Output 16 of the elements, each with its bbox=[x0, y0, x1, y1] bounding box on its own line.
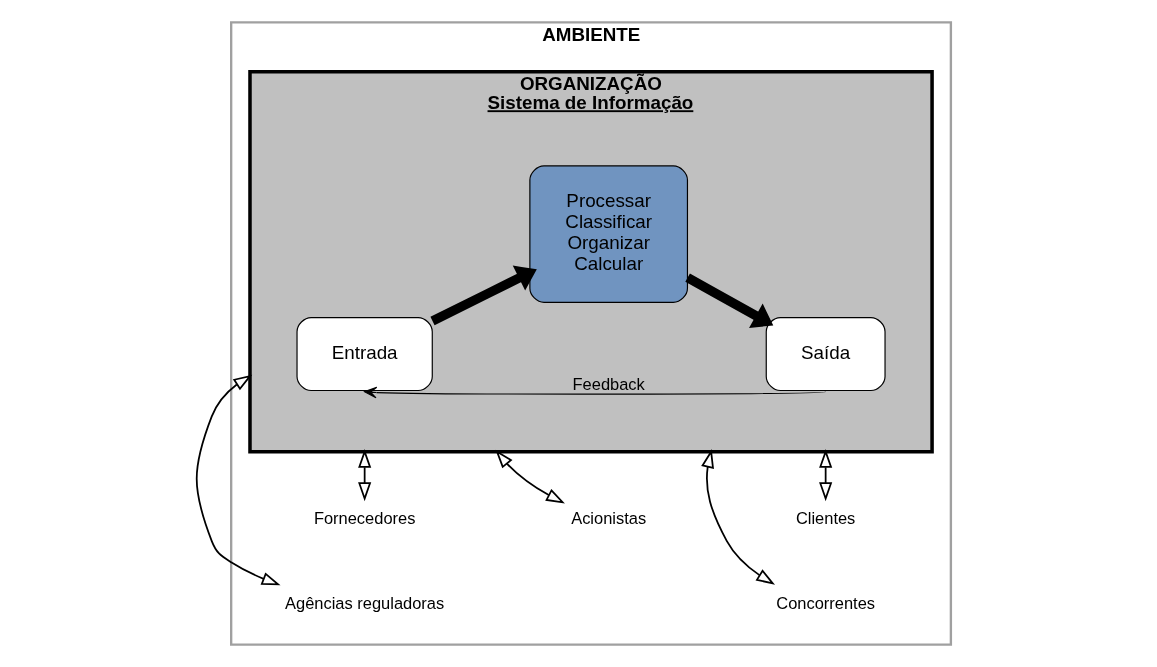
node-text: Acionistas bbox=[571, 509, 647, 528]
node-text: Concorrentes bbox=[776, 593, 876, 612]
arrow bbox=[430, 265, 537, 326]
node-text: Agências reguladoras bbox=[285, 593, 445, 612]
arrow bbox=[685, 273, 774, 328]
node-box: Processar Classificar Organizar Calcular bbox=[529, 165, 689, 303]
arrow bbox=[195, 374, 281, 586]
edge-label: Feedback bbox=[572, 374, 645, 393]
node-box: Entrada bbox=[296, 317, 433, 392]
arrow bbox=[819, 449, 833, 502]
node-box: Saída bbox=[765, 317, 886, 392]
arrow bbox=[495, 449, 565, 504]
node-text: Clientes bbox=[795, 509, 856, 528]
arrow bbox=[358, 449, 372, 502]
arrow bbox=[701, 449, 775, 585]
node-text: Fornecedores bbox=[313, 509, 416, 528]
